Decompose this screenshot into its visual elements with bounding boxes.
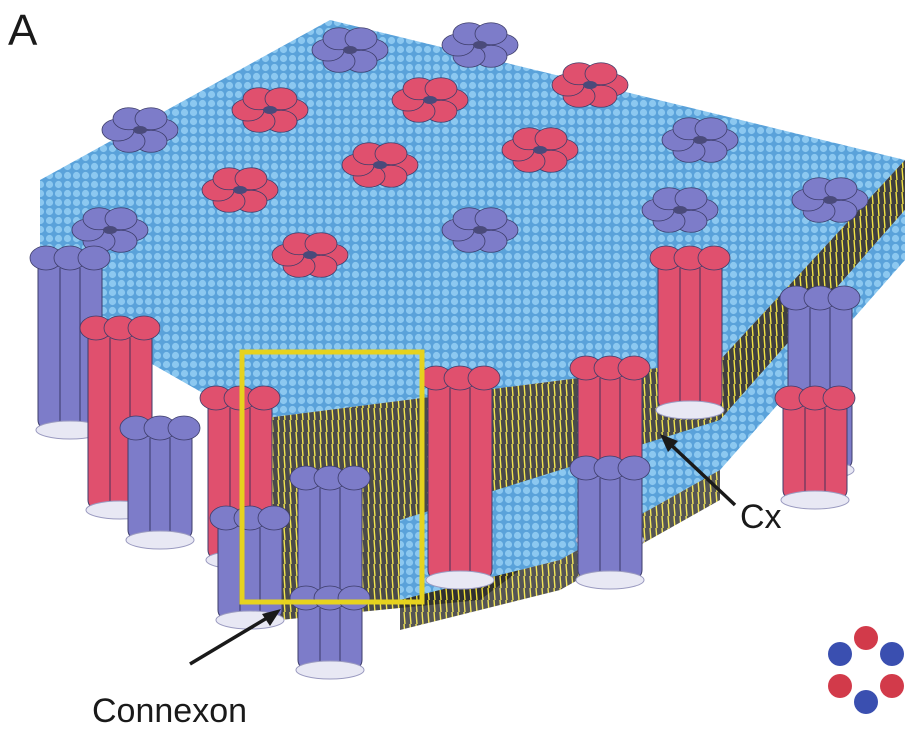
channel xyxy=(120,416,200,549)
channel xyxy=(420,366,500,589)
connexin-label: Cx xyxy=(740,498,782,537)
connexon-ring-schematic xyxy=(828,626,904,714)
connexon-label: Connexon xyxy=(92,692,247,731)
channel xyxy=(650,246,730,419)
channel xyxy=(570,456,650,589)
panel-letter: A xyxy=(8,6,37,56)
channel xyxy=(775,386,855,509)
